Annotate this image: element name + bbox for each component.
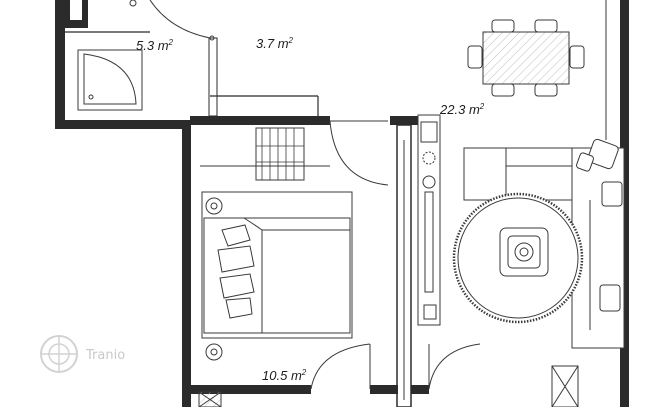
area-label-hallway: 3.7 m2 <box>256 36 294 51</box>
floor-details <box>198 365 579 407</box>
hallway-storage <box>200 127 330 181</box>
area-label-living: 22.3 m2 <box>439 102 485 117</box>
nightstand-lamp <box>205 197 223 215</box>
area-label-bedroom: 10.5 m2 <box>262 368 307 383</box>
tranio-watermark: Tranio <box>40 335 125 373</box>
bathroom <box>77 49 143 111</box>
tranio-logo-icon <box>40 335 78 373</box>
watermark-text: Tranio <box>85 348 125 363</box>
bedroom-furniture <box>201 191 353 361</box>
area-label-bathroom: 5.3 m2 <box>136 38 174 53</box>
plant-icon <box>422 151 436 165</box>
coffee-table <box>499 227 549 277</box>
shower-icon <box>83 53 137 105</box>
doors <box>129 0 481 390</box>
nightstand-lamp <box>205 343 223 361</box>
living-furniture <box>417 19 625 349</box>
dining-table <box>482 31 570 85</box>
door-swing-icon <box>149 0 211 39</box>
